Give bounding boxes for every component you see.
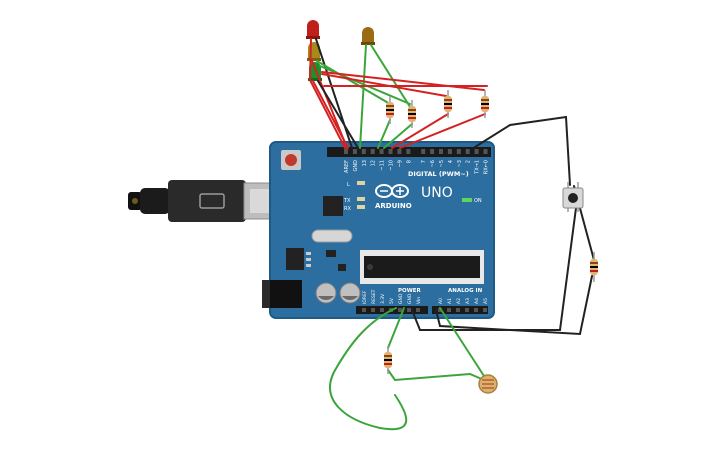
digital-pin-label: GND: [353, 160, 359, 172]
bottom-pin-hole[interactable]: [362, 308, 366, 312]
bottom-pin-label: A2: [456, 298, 462, 304]
digital-pin-label: 8: [406, 160, 412, 163]
bottom-pin-hole[interactable]: [465, 308, 469, 312]
digital-pin-hole[interactable]: [483, 149, 488, 154]
digital-pin-label: 7: [421, 160, 427, 163]
model-label: UNO: [421, 185, 453, 201]
bottom-pin-label: Vin: [416, 297, 422, 304]
rx-label: RX: [344, 206, 351, 212]
l-led: [357, 181, 365, 185]
digital-pin-label: 13: [362, 160, 368, 166]
arduino-logo-icon: [375, 184, 409, 198]
digital-pin-label: 4: [448, 160, 454, 163]
digital-pin-label: ~5: [439, 160, 445, 167]
digital-pin-hole[interactable]: [379, 149, 384, 154]
bottom-pin-hole[interactable]: [456, 308, 460, 312]
power-header-label: POWER: [398, 288, 422, 294]
bottom-pin-hole[interactable]: [474, 308, 478, 312]
l-label: L: [347, 182, 350, 188]
tx-led: [357, 197, 365, 201]
digital-pin-label: 12: [371, 160, 377, 166]
photoresistor[interactable]: [478, 374, 498, 394]
usb-chip: [323, 196, 343, 216]
on-led: [462, 198, 472, 202]
bottom-pin-label: A0: [438, 298, 444, 304]
digital-pin-hole[interactable]: [388, 149, 393, 154]
bottom-pin-hole[interactable]: [371, 308, 375, 312]
digital-pin-hole[interactable]: [344, 149, 348, 154]
bottom-pin-label: 5V: [389, 297, 395, 304]
resistor-4[interactable]: [481, 90, 489, 118]
digital-pin-label: RX←0: [484, 160, 490, 174]
bottom-pin-label: GND: [398, 293, 404, 304]
bottom-pin-label: A5: [483, 298, 489, 304]
bottom-pin-hole[interactable]: [447, 308, 451, 312]
brand-label: ARDUINO: [375, 202, 412, 210]
digital-header-label: DIGITAL (PWM~): [408, 170, 469, 178]
digital-pin-hole[interactable]: [456, 149, 461, 154]
digital-pin-hole[interactable]: [447, 149, 452, 154]
on-label: ON: [474, 198, 482, 204]
digital-pin-hole[interactable]: [352, 149, 357, 154]
bottom-pin-label: IOREF: [362, 290, 368, 304]
bottom-pin-hole[interactable]: [483, 308, 487, 312]
digital-pin-label: ~11: [380, 160, 386, 171]
atmega-chip: [360, 250, 484, 284]
bottom-pin-label: A3: [465, 298, 471, 304]
voltage-regulator: [286, 248, 304, 270]
resistor-1[interactable]: [386, 96, 394, 124]
bottom-pin-hole[interactable]: [398, 308, 402, 312]
resistor-photo[interactable]: [384, 346, 392, 374]
bottom-pin-label: RESET: [371, 289, 377, 304]
dc-power-jack: [262, 280, 302, 308]
digital-pin-hole[interactable]: [397, 149, 402, 154]
digital-pin-label: ~10: [389, 160, 395, 171]
digital-pin-label: TX→1: [475, 160, 481, 175]
usb-symbol-icon: [199, 193, 225, 209]
usb-end-icon: [132, 198, 138, 204]
resistor-button[interactable]: [590, 252, 598, 282]
digital-pin-hole[interactable]: [361, 149, 366, 154]
digital-pin-hole[interactable]: [370, 149, 375, 154]
bottom-pin-label: GND: [407, 293, 413, 304]
bottom-pin-label: A4: [474, 298, 480, 304]
digital-pin-hole[interactable]: [474, 149, 479, 154]
bottom-pin-label: A1: [447, 298, 453, 304]
bottom-pin-hole[interactable]: [407, 308, 411, 312]
digital-pin-hole[interactable]: [465, 149, 470, 154]
bottom-pin-hole[interactable]: [380, 308, 384, 312]
capacitors: [315, 282, 361, 304]
analog-header-label: ANALOG IN: [448, 288, 483, 294]
resistor-3[interactable]: [444, 90, 452, 118]
digital-pin-hole[interactable]: [439, 149, 443, 154]
digital-pin-hole[interactable]: [421, 149, 426, 154]
red-led[interactable]: [306, 20, 320, 39]
resistor-2[interactable]: [408, 100, 416, 128]
bottom-pin-hole[interactable]: [416, 308, 420, 312]
digital-pin-holes: [344, 149, 488, 154]
orange-led[interactable]: [361, 27, 375, 45]
crystal: [311, 229, 353, 243]
digital-pin-label: ~9: [397, 160, 403, 167]
bottom-pin-hole[interactable]: [438, 308, 442, 312]
digital-pin-label: ~6: [430, 160, 436, 167]
rx-led: [357, 205, 365, 209]
bottom-pin-label: 3.3V: [380, 293, 386, 304]
digital-pin-label: ~3: [457, 160, 463, 167]
digital-pin-label: AREF: [344, 160, 350, 173]
digital-pin-hole[interactable]: [430, 149, 435, 154]
reset-button[interactable]: [281, 150, 301, 170]
push-button[interactable]: [562, 182, 584, 212]
tx-label: TX: [343, 198, 351, 204]
digital-pin-hole[interactable]: [406, 149, 411, 154]
digital-pin-label: 2: [466, 160, 472, 163]
